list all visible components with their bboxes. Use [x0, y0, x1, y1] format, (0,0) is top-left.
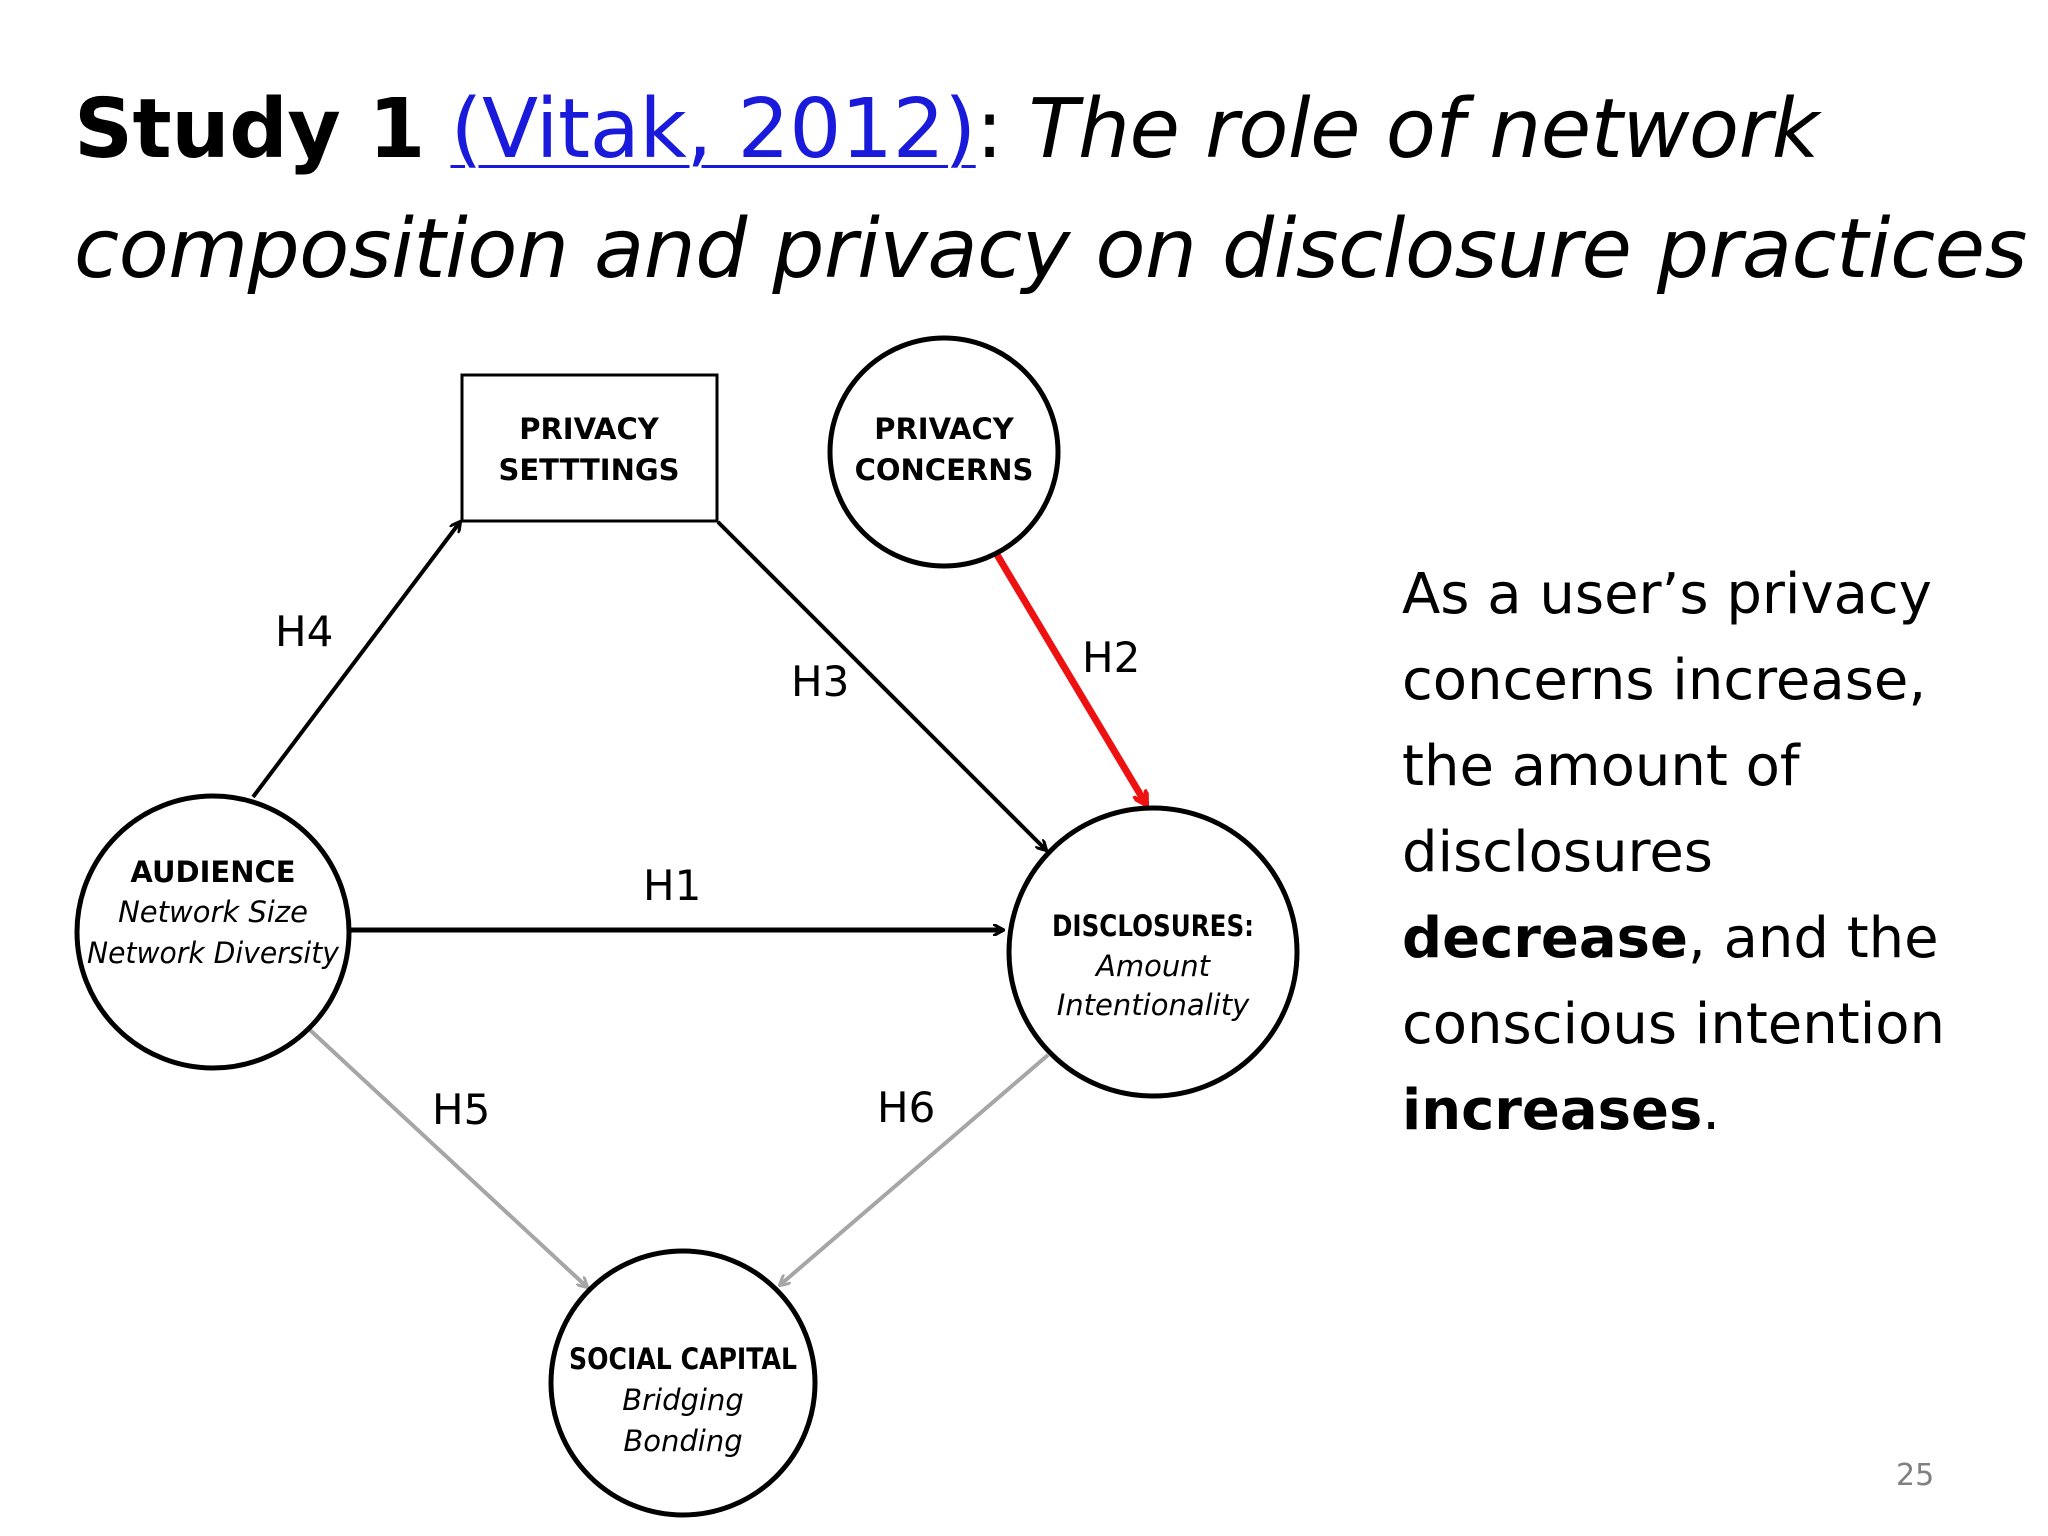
arrow-h6	[780, 1053, 1050, 1285]
label-h1: H1	[643, 861, 701, 910]
explanation-part2: , and the conscious intention	[1402, 906, 1946, 1057]
audience-title: AUDIENCE	[130, 855, 295, 889]
label-h2: H2	[1082, 633, 1140, 682]
social-capital-circle	[548, 1248, 818, 1518]
audience-circle	[74, 793, 352, 1071]
edge-h3: H3	[716, 520, 1046, 850]
study-label: Study 1	[74, 82, 425, 177]
arrow-h5	[308, 1028, 587, 1287]
privacy-settings-box	[460, 373, 719, 523]
label-h6: H6	[877, 1083, 935, 1132]
node-privacy-concerns: PRIVACY CONCERNS	[827, 335, 1061, 569]
node-audience: AUDIENCE Network Size Network Diversity	[74, 793, 352, 1071]
title-separator: :	[975, 82, 1029, 177]
explanation-part3: .	[1702, 1078, 1721, 1143]
explanation-text: As a user’s privacy concerns increase, t…	[1402, 552, 2002, 1154]
social-capital-title: SOCIAL CAPITAL	[569, 1342, 797, 1376]
slide-title: Study 1 (Vitak, 2012): The role of netwo…	[74, 70, 2034, 310]
node-privacy-settings: PRIVACY SETTTINGS	[460, 373, 719, 523]
edge-h1: H1	[350, 861, 1003, 930]
disclosures-sub2: Intentionality	[1057, 988, 1250, 1022]
edge-h5: H5	[308, 1028, 587, 1287]
page-number: 25	[1896, 1458, 1935, 1493]
disclosures-title: DISCLOSURES:	[1052, 909, 1254, 943]
privacy-concerns-circle	[827, 335, 1061, 569]
edge-h2: H2	[992, 551, 1146, 804]
social-capital-sub2: Bonding	[623, 1424, 742, 1458]
arrow-h2	[992, 551, 1146, 804]
privacy-concerns-line1: PRIVACY	[874, 412, 1015, 446]
study-topic: The role of network composition and priv…	[74, 82, 2027, 297]
label-h3: H3	[791, 657, 849, 706]
social-capital-sub1: Bridging	[622, 1383, 744, 1417]
node-social-capital: SOCIAL CAPITAL Bridging Bonding	[548, 1248, 818, 1518]
audience-sub1: Network Size	[118, 895, 308, 929]
disclosures-circle	[1006, 805, 1300, 1099]
edge-h6: H6	[780, 1053, 1050, 1285]
node-disclosures: DISCLOSURES: Amount Intentionality	[1006, 805, 1300, 1099]
explanation-emph-increases: increases	[1402, 1078, 1703, 1143]
disclosures-sub1: Amount	[1094, 949, 1212, 983]
explanation-part1: As a user’s privacy concerns increase, t…	[1402, 562, 1932, 885]
privacy-settings-line2: SETTTINGS	[498, 453, 679, 487]
audience-sub2: Network Diversity	[87, 936, 340, 970]
privacy-concerns-line2: CONCERNS	[855, 453, 1034, 487]
label-h5: H5	[432, 1085, 490, 1134]
edge-h4: H4	[251, 522, 460, 799]
explanation-emph-decrease: decrease	[1402, 906, 1688, 971]
privacy-settings-line1: PRIVACY	[519, 412, 660, 446]
citation-link[interactable]: (Vitak, 2012)	[450, 82, 976, 177]
arrow-h4	[251, 522, 460, 799]
arrow-h3	[716, 520, 1046, 850]
label-h4: H4	[275, 607, 333, 656]
